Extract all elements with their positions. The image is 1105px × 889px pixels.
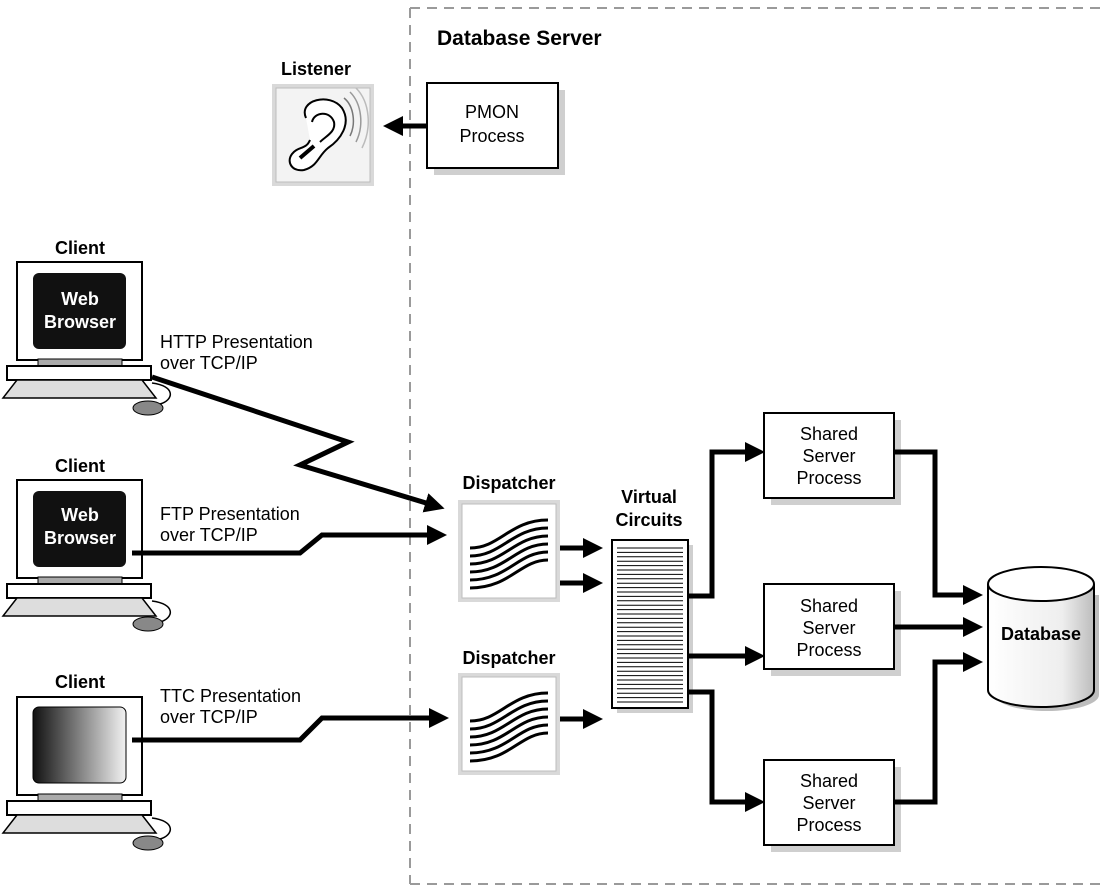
dispatcher-2-label: Dispatcher — [462, 648, 555, 668]
client-2-protocol-line2: over TCP/IP — [160, 525, 258, 545]
computer-icon — [1, 261, 171, 416]
shared-server-2-line2: Server — [802, 618, 855, 638]
client-1: Client Web Browser HTTP Presentation ove… — [1, 238, 313, 416]
dispatcher-1-label: Dispatcher — [462, 473, 555, 493]
pmon-line1: PMON — [465, 102, 519, 122]
database: Database — [987, 566, 1099, 711]
client-2: Client Web Browser FTP Presentation over… — [1, 456, 300, 632]
client-2-protocol-line1: FTP Presentation — [160, 504, 300, 524]
dispatcher-2: Dispatcher — [458, 648, 560, 775]
virtual-circuits-lines — [617, 547, 683, 703]
virtual-circuits-line2: Circuits — [615, 510, 682, 530]
pmon-process-box: PMON Process — [426, 82, 565, 175]
database-label: Database — [1001, 624, 1081, 644]
client-3-connection-arrow — [132, 708, 449, 743]
server-title: Database Server — [437, 27, 602, 50]
client-3-protocol-line2: over TCP/IP — [160, 707, 258, 727]
shared-server-process-3: Shared Server Process — [763, 759, 901, 852]
shared-server-process-1: Shared Server Process — [763, 412, 901, 505]
database-cylinder-icon — [987, 566, 1099, 711]
circuits-to-server-1-arrow — [688, 442, 765, 599]
listener: Listener — [272, 59, 374, 186]
pmon-line2: Process — [459, 126, 524, 146]
client-2-screen-line2: Browser — [44, 528, 116, 548]
shared-server-1-line1: Shared — [800, 424, 858, 444]
client-1-connection-arrow — [151, 374, 445, 513]
shared-server-1-line2: Server — [802, 446, 855, 466]
shared-server-1-line3: Process — [796, 468, 861, 488]
client-1-screen-line2: Browser — [44, 312, 116, 332]
server-3-to-database-arrow — [894, 652, 983, 805]
dispatcher-1: Dispatcher — [458, 473, 560, 602]
client-1-protocol-line2: over TCP/IP — [160, 353, 258, 373]
computer-icon — [1, 479, 171, 632]
server-1-to-database-arrow — [894, 449, 983, 605]
virtual-circuits: Virtual Circuits — [611, 487, 693, 713]
dispatcher-icon — [469, 691, 549, 763]
circuits-to-server-3-arrow — [688, 689, 765, 812]
client-2-label: Client — [55, 456, 105, 476]
client-3-protocol-line1: TTC Presentation — [160, 686, 301, 706]
shared-server-3-line1: Shared — [800, 771, 858, 791]
ear-icon — [288, 87, 369, 172]
shared-server-process-2: Shared Server Process — [763, 583, 901, 676]
shared-server-2-line1: Shared — [800, 596, 858, 616]
client-2-connection-arrow — [132, 525, 447, 556]
listener-label: Listener — [281, 59, 351, 79]
computer-icon — [1, 696, 171, 851]
shared-server-2-line3: Process — [796, 640, 861, 660]
client-1-screen-line1: Web — [61, 289, 99, 309]
client-2-screen-line1: Web — [61, 505, 99, 525]
virtual-circuits-line1: Virtual — [621, 487, 677, 507]
shared-server-3-line3: Process — [796, 815, 861, 835]
dispatcher-icon — [469, 518, 549, 590]
client-1-protocol-line1: HTTP Presentation — [160, 332, 313, 352]
client-3: Client TTC Presentation over TCP/IP — [1, 672, 301, 851]
shared-server-3-line2: Server — [802, 793, 855, 813]
database-server-boundary: Database Server — [409, 7, 1100, 885]
client-3-label: Client — [55, 672, 105, 692]
client-1-label: Client — [55, 238, 105, 258]
